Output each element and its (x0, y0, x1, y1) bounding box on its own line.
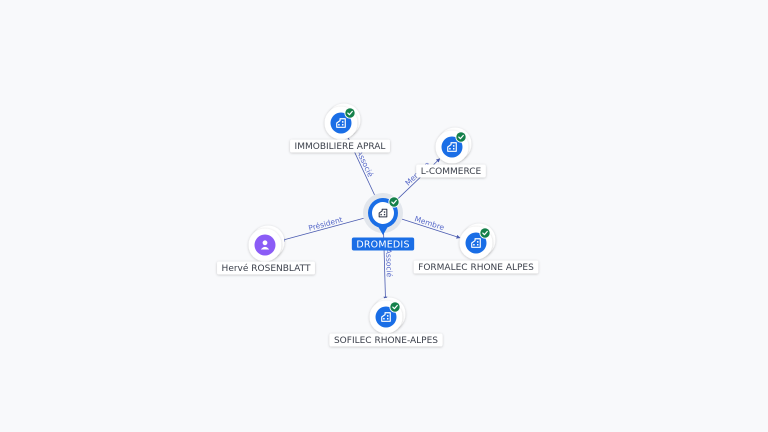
verified-check-icon (479, 227, 491, 239)
center-pin-inner (372, 202, 394, 224)
node-label-sofilec-rhone-alpes: SOFILEC RHONE-ALPES (329, 333, 443, 347)
verified-check-icon (389, 301, 401, 313)
building-icon (336, 118, 346, 128)
node-label-herve-rosenblatt-text: Hervé ROSENBLATT (222, 263, 311, 274)
center-label-text: DROMEDIS (356, 239, 409, 250)
node-label-immobiliere-apral-text: IMMOBILIERE APRAL (295, 142, 386, 152)
node-label-formalec-rhone-alpes-text: FORMALEC RHONE ALPES (418, 263, 534, 273)
edge-formalec-rhone-alpes: Membre (401, 214, 461, 239)
node-label-formalec-rhone-alpes: FORMALEC RHONE ALPES (413, 260, 539, 274)
node-immobiliere-apral[interactable] (324, 103, 361, 140)
building-icon (381, 312, 391, 322)
node-formalec-rhone-alpes[interactable] (459, 223, 496, 260)
node-label-l-commerce: L-COMMERCE (416, 164, 486, 178)
verified-check-icon (344, 107, 356, 119)
node-label-herve-rosenblatt: Hervé ROSENBLATT (217, 261, 315, 275)
center-node[interactable] (363, 193, 403, 235)
node-icon-circle (330, 112, 352, 134)
center-label: DROMEDIS (351, 237, 415, 251)
edge-line (280, 217, 364, 242)
verified-check-icon (455, 131, 467, 143)
node-label-sofilec-rhone-alpes-text: SOFILEC RHONE-ALPES (334, 336, 438, 346)
node-icon-circle (375, 306, 397, 328)
edge-label-immobiliere-apral: Associé (355, 149, 375, 179)
node-sofilec-rhone-alpes[interactable] (369, 297, 406, 334)
node-herve-rosenblatt[interactable] (248, 225, 285, 262)
edge-label-formalec-rhone-alpes: Membre (413, 214, 445, 232)
edge-line (401, 218, 461, 239)
person-icon (260, 240, 270, 250)
edge-label-sofilec-rhone-alpes: Associé (384, 249, 394, 278)
edge-herve-rosenblatt: Président (280, 215, 364, 242)
building-icon (447, 142, 457, 152)
verified-check-icon (388, 196, 400, 208)
edge-label-herve-rosenblatt: Président (307, 215, 343, 233)
node-icon-circle (465, 232, 487, 254)
node-icon-circle (441, 136, 463, 158)
node-label-l-commerce-text: L-COMMERCE (421, 167, 482, 177)
building-icon (471, 238, 481, 248)
node-label-immobiliere-apral: IMMOBILIERE APRAL (290, 139, 390, 153)
building-icon (378, 208, 388, 218)
node-l-commerce[interactable] (435, 127, 472, 164)
